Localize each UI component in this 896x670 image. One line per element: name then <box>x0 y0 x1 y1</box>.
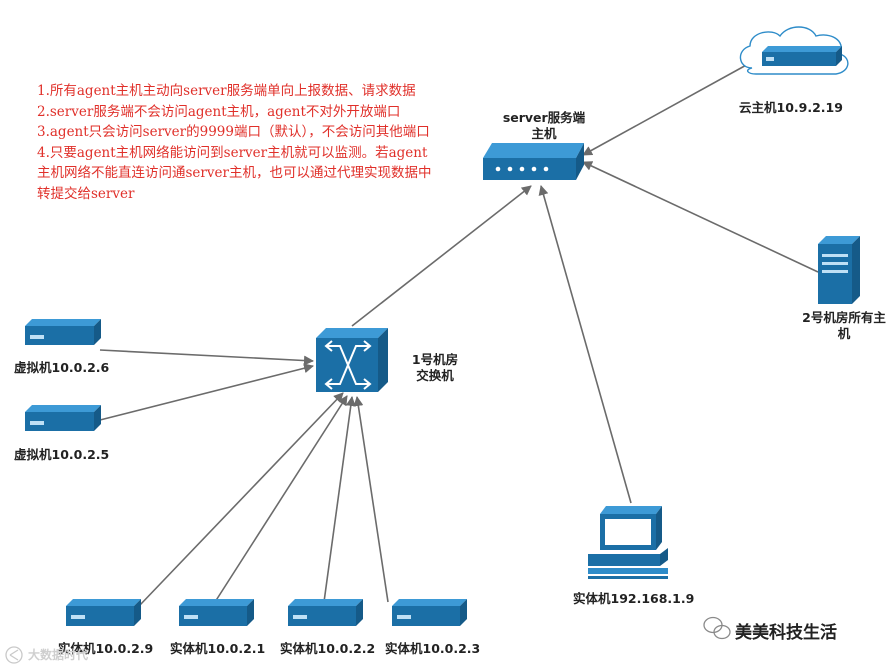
vm2-label: 虚拟机10.0.2.5 <box>14 447 110 462</box>
server-label: server服务端 主机 <box>494 110 594 142</box>
arrow-cloud-to-server <box>582 62 751 156</box>
note-item: 1.所有agent主机主动向server服务端单向上报数据、请求数据 <box>37 83 416 99</box>
cloud-host-icon <box>739 26 849 75</box>
note-item: 2.server服务端不会访问agent主机，agent不对外开放端口 <box>37 103 401 120</box>
arrow-vm1-to-switch <box>99 349 314 366</box>
arrow-pc-to-server <box>538 185 632 504</box>
phys1-label: 实体机10.0.2.9 <box>58 641 154 656</box>
pc-icon <box>588 506 668 579</box>
notes-list: 1.所有agent主机主动向server服务端单向上报数据、请求数据 2.ser… <box>37 81 437 204</box>
arrow-vm2-to-switch <box>99 363 314 421</box>
phys1-icon <box>66 599 141 626</box>
switch-label-line1: 1号机房 <box>411 352 459 367</box>
phys2-icon <box>179 599 254 626</box>
server-host-icon <box>483 143 584 180</box>
phys4-label: 实体机10.0.2.3 <box>385 641 481 656</box>
phys3-label: 实体机10.0.2.2 <box>280 641 376 656</box>
phys4-icon <box>392 599 467 626</box>
vm2-icon <box>25 405 101 431</box>
bottom-left-watermark: 大数据时代 <box>28 648 89 662</box>
room2-tower-icon <box>818 236 860 304</box>
phys3-icon <box>288 599 363 626</box>
arrow-room2-to-server <box>582 161 819 273</box>
server-label-line2: 主机 <box>531 126 557 141</box>
note-item: 3.agent只会访问server的9999端口（默认），不会访问其他端口 <box>37 124 430 140</box>
wechat-watermark: 美美科技生活 <box>735 623 837 643</box>
cloud-host-label: 云主机10.9.2.19 <box>739 100 843 115</box>
switch-label: 1号机房 交换机 <box>395 352 475 384</box>
phys2-label: 实体机10.0.2.1 <box>170 641 266 656</box>
arrow-switch-to-server <box>351 185 532 327</box>
bottom-left-watermark-logo <box>5 646 23 664</box>
room2-label-line2: 机 <box>837 326 851 341</box>
arrow-phys4-to-switch <box>353 396 389 603</box>
server-label-line1: server服务端 <box>502 110 586 125</box>
pc-label: 实体机192.168.1.9 <box>573 591 695 606</box>
room2-label-line1: 2号机房所有主 <box>802 310 886 325</box>
vm1-icon <box>25 319 101 345</box>
arrow-phys1-to-switch <box>139 392 344 606</box>
arrow-phys2-to-switch <box>214 395 348 603</box>
arrow-phys3-to-switch <box>323 396 356 603</box>
note-item: 4.只要agent主机网络能访问到server主机就可以监测。若agent主机网… <box>37 144 432 202</box>
connections <box>99 62 819 606</box>
vm1-label: 虚拟机10.0.2.6 <box>14 360 110 375</box>
wechat-logo-icon <box>703 616 731 640</box>
switch-icon <box>316 328 388 392</box>
switch-label-line2: 交换机 <box>416 368 454 383</box>
room2-label: 2号机房所有主 机 <box>789 310 896 342</box>
